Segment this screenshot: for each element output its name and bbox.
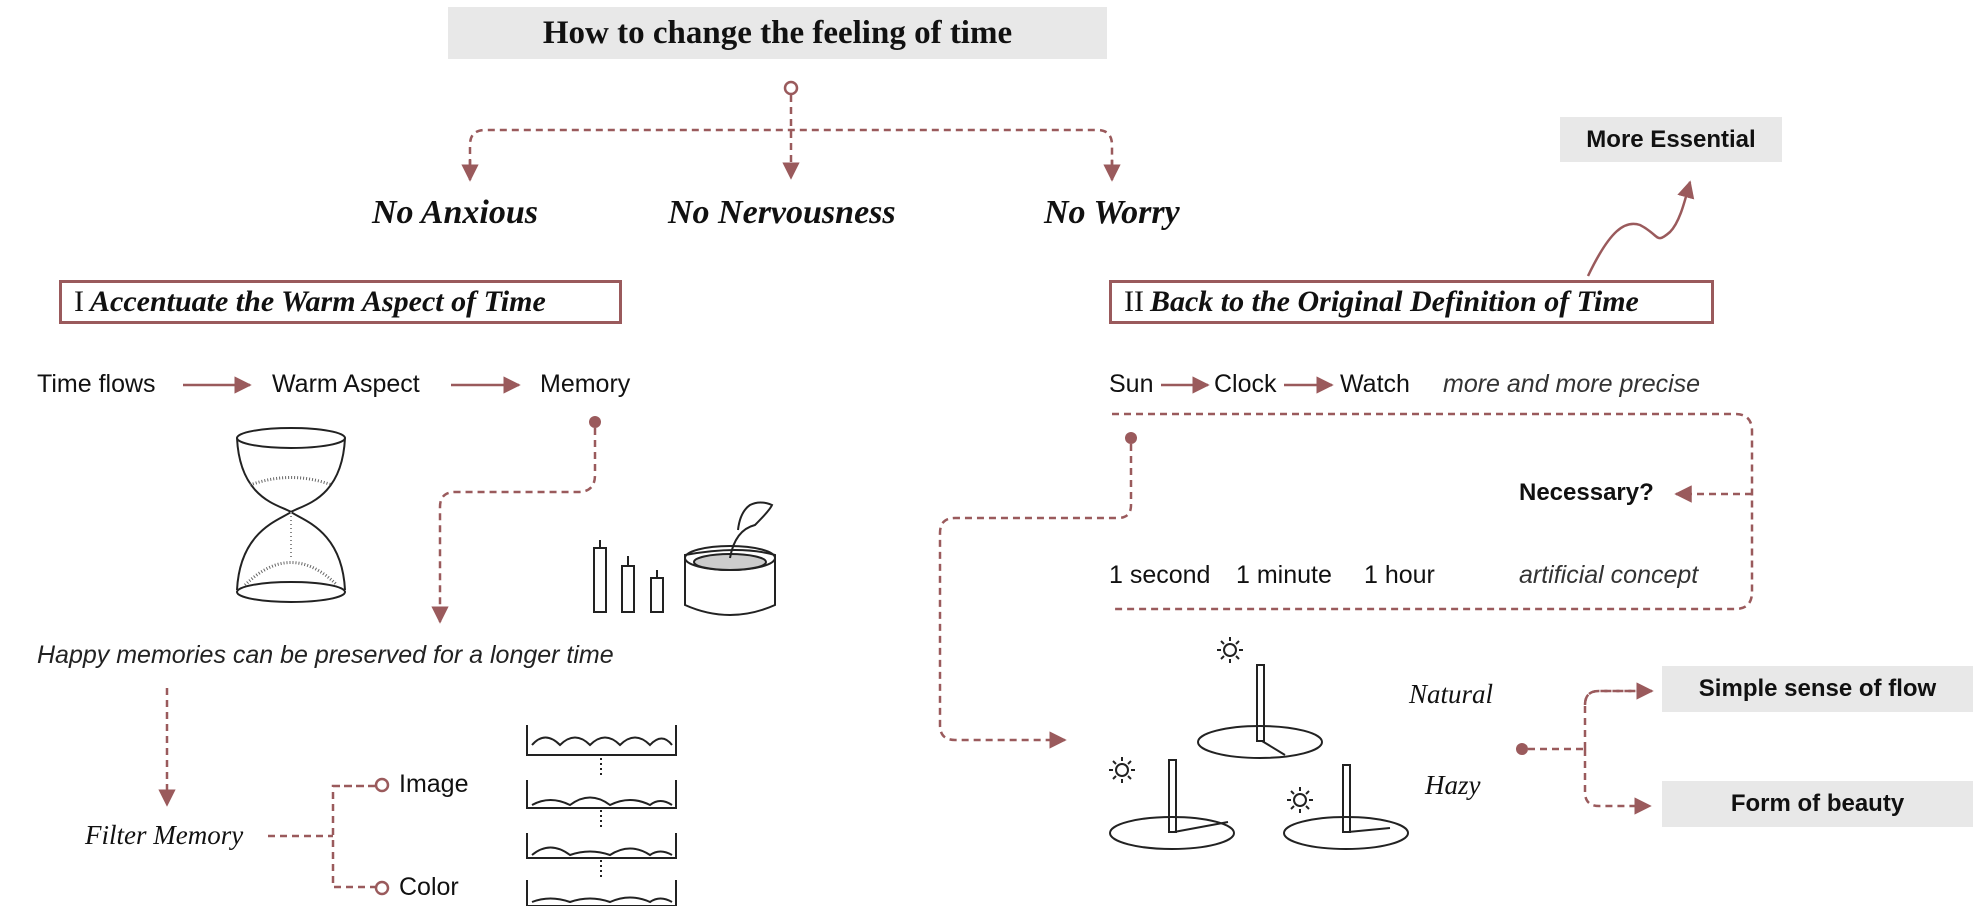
sun-icon-1 bbox=[1217, 637, 1243, 663]
sundial-label-hazy: Hazy bbox=[1425, 770, 1481, 800]
page-title: How to change the feeling of time bbox=[448, 7, 1107, 59]
sun-path bbox=[938, 444, 1133, 749]
filter-branch bbox=[268, 784, 375, 889]
outcome-form-of-beauty: Form of beauty bbox=[1662, 781, 1973, 827]
flow-sun: Sun bbox=[1109, 370, 1154, 398]
flow-warm-aspect: Warm Aspect bbox=[272, 370, 420, 398]
necessary-question: Necessary? bbox=[1519, 479, 1654, 506]
filter-option-color: Color bbox=[399, 873, 459, 901]
section-1-box: I Accentuate the Warm Aspect of Time bbox=[59, 280, 622, 324]
outcome-simple-flow: Simple sense of flow bbox=[1662, 666, 1973, 712]
section-1-heading: Accentuate the Warm Aspect of Time bbox=[90, 285, 546, 318]
unit-minute: 1 minute bbox=[1236, 561, 1332, 589]
feeling-no-worry: No Worry bbox=[1044, 194, 1180, 231]
sundials-illustration bbox=[1109, 637, 1409, 850]
sun-icon-2 bbox=[1109, 757, 1135, 783]
more-essential-box: More Essential bbox=[1560, 117, 1782, 162]
filter-option-image: Image bbox=[399, 770, 469, 798]
essential-arrow bbox=[1586, 180, 1695, 277]
flow-watch: Watch bbox=[1340, 370, 1410, 398]
section-2-box: II Back to the Original Definition of Ti… bbox=[1109, 280, 1714, 324]
sun-icon-3 bbox=[1287, 787, 1313, 813]
section-2-heading: Back to the Original Definition of Time bbox=[1149, 285, 1639, 318]
memory-path bbox=[431, 428, 597, 624]
filter-jars-illustration bbox=[526, 725, 677, 906]
section-2-numeral: II bbox=[1124, 285, 1144, 318]
happy-memories-text: Happy memories can be preserved for a lo… bbox=[37, 641, 614, 669]
artificial-concept: artificial concept bbox=[1519, 561, 1699, 589]
outcome-branch bbox=[1528, 689, 1650, 806]
section-1-numeral: I bbox=[74, 285, 84, 318]
precise-note: more and more precise bbox=[1443, 370, 1701, 398]
title-branch bbox=[468, 128, 1114, 178]
feeling-no-anxious: No Anxious bbox=[372, 194, 538, 231]
unit-second: 1 second bbox=[1109, 561, 1211, 589]
hourglass-illustration bbox=[236, 427, 346, 603]
flow-memory: Memory bbox=[540, 370, 631, 398]
necessary-bracket bbox=[1112, 412, 1754, 611]
flow-clock: Clock bbox=[1214, 370, 1277, 398]
candles-illustration bbox=[593, 501, 776, 616]
filter-memory-label: Filter Memory bbox=[85, 820, 244, 850]
flow-time-flows: Time flows bbox=[37, 370, 156, 398]
title-node bbox=[783, 80, 799, 96]
sundial-label-natural: Natural bbox=[1409, 679, 1494, 709]
unit-hour: 1 hour bbox=[1364, 561, 1435, 589]
feeling-no-nervousness: No Nervousness bbox=[668, 194, 896, 231]
